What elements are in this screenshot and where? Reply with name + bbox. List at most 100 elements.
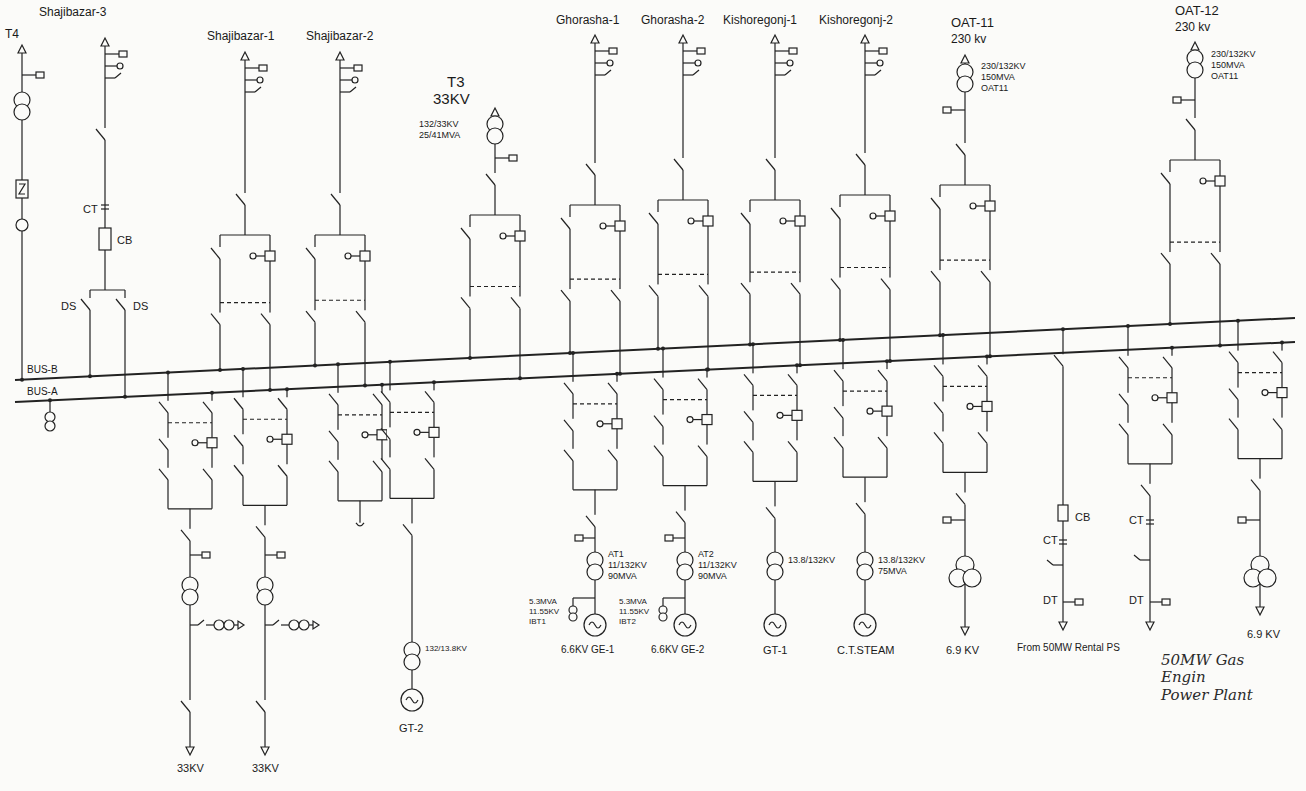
disconnector-symbol	[159, 439, 168, 450]
earth-switch	[600, 223, 606, 229]
cable-symbol	[289, 620, 299, 630]
cvt-symbol	[787, 60, 793, 66]
busbar	[15, 318, 1295, 380]
earth-switch	[786, 220, 795, 221]
earth-switch	[783, 415, 792, 416]
interlock-line	[390, 412, 434, 413]
disconnector-symbol	[306, 248, 315, 259]
wire	[865, 50, 879, 51]
disconnector-symbol	[1161, 173, 1170, 184]
label: OAT11	[980, 84, 1009, 94]
cvt-symbol	[352, 77, 358, 83]
breaker-symbol	[702, 415, 712, 425]
wire	[951, 519, 965, 520]
disconnector-symbol	[956, 493, 965, 504]
line-trap	[697, 48, 705, 54]
wire	[315, 234, 365, 235]
wire	[470, 214, 520, 215]
breaker-symbol	[985, 201, 995, 211]
breaker-symbol	[1167, 393, 1177, 403]
breaker-symbol	[19, 184, 25, 194]
label: 132/33KV	[418, 120, 460, 130]
ct-symbol	[943, 517, 951, 523]
earth-switch	[1134, 555, 1140, 560]
wire	[940, 184, 990, 185]
wire	[663, 597, 685, 598]
ct-symbol	[1059, 539, 1067, 540]
interlock-line	[753, 395, 797, 396]
feeder-arrow	[241, 52, 249, 60]
bus-junction	[571, 351, 575, 355]
feeder-arrow	[679, 35, 687, 43]
earth-switch	[351, 255, 360, 256]
wire	[105, 53, 119, 54]
disconnector-symbol	[834, 437, 843, 448]
bus-junction	[241, 367, 245, 371]
disconnector-symbol	[81, 299, 90, 310]
label: CT	[82, 203, 99, 215]
disconnector-symbol	[256, 701, 265, 712]
label: OAT-12	[1174, 4, 1220, 18]
disconnector-symbol	[1186, 119, 1195, 130]
label: AT1	[607, 550, 625, 560]
wire	[105, 77, 115, 78]
earth-switch	[198, 442, 207, 443]
disconnector-symbol	[744, 441, 753, 452]
disconnector-symbol	[1119, 394, 1128, 405]
label: 230 kv	[950, 33, 987, 46]
earth-switch	[368, 434, 377, 435]
bus-junction	[123, 395, 127, 399]
label: CT	[1042, 534, 1059, 546]
breaker-symbol	[16, 180, 28, 198]
feeder-arrow	[591, 35, 599, 43]
disconnector-symbol	[788, 374, 797, 385]
label: Ghorasha-1	[555, 14, 620, 27]
disconnector-symbol	[586, 516, 595, 527]
label: 6.6KV GE-1	[560, 644, 615, 655]
label: 90MVA	[697, 572, 728, 582]
transformer-symbol	[857, 564, 873, 580]
breaker-symbol	[885, 211, 895, 221]
disconnector-symbol	[649, 213, 658, 224]
wire	[206, 624, 214, 625]
interlock-line	[470, 286, 520, 287]
disconnector-symbol	[181, 530, 190, 541]
generator-symbol	[406, 697, 418, 703]
bus-junction	[985, 354, 989, 358]
disconnector-symbol	[234, 465, 243, 476]
pt-symbol	[45, 421, 55, 431]
label: 6.9 KV	[1246, 628, 1281, 640]
wire	[1063, 601, 1075, 602]
disconnector-symbol	[373, 394, 382, 405]
aux-transformer	[659, 613, 667, 621]
generator-symbol	[854, 614, 876, 636]
disconnector-symbol	[698, 379, 707, 390]
transformer-symbol	[182, 589, 198, 605]
handwritten-note: 50MW Gas Engin Power Plant	[1160, 652, 1254, 704]
ct-symbol	[1059, 543, 1067, 544]
line-trap	[879, 48, 887, 54]
wire	[190, 624, 198, 625]
bus-junction	[706, 368, 710, 372]
feeder-arrow	[1059, 622, 1067, 630]
disconnector-symbol	[654, 446, 663, 457]
disconnector-symbol	[791, 283, 800, 294]
bus-junction	[210, 391, 214, 395]
label: CB	[116, 234, 133, 246]
disconnector-symbol	[1054, 355, 1063, 366]
bus-junction	[1280, 341, 1284, 345]
label: OAT11	[1210, 72, 1239, 82]
wire	[1150, 601, 1162, 602]
label: 150MVA	[980, 73, 1016, 83]
wire	[495, 157, 509, 158]
aux-transformer	[569, 613, 577, 621]
earth-switch	[693, 70, 699, 75]
earth-switch	[777, 412, 783, 418]
ct-symbol	[101, 208, 109, 209]
wire	[245, 79, 257, 80]
wire	[105, 65, 117, 66]
disconnector-symbol	[198, 620, 204, 625]
disconnector-symbol	[608, 383, 617, 394]
interlock-line	[570, 278, 620, 279]
